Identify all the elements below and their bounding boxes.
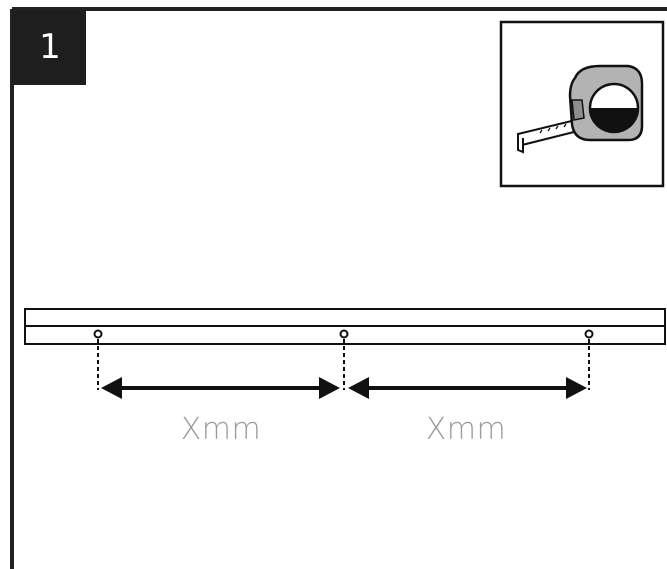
dimension-arrow-left — [101, 377, 340, 399]
panel-border — [10, 7, 667, 569]
tape-measure-icon — [499, 20, 665, 188]
measurement-label-right: Xmm — [425, 412, 507, 447]
screw-hole-left — [93, 329, 103, 339]
step-badge — [12, 9, 86, 85]
dimension-arrow-right — [348, 377, 587, 399]
guide-lines — [97, 339, 590, 390]
measurement-label-left: Xmm — [180, 412, 262, 447]
rail — [24, 308, 666, 345]
step-number: 1 — [39, 27, 61, 67]
screw-hole-right — [584, 329, 594, 339]
screw-hole-middle — [339, 329, 349, 339]
